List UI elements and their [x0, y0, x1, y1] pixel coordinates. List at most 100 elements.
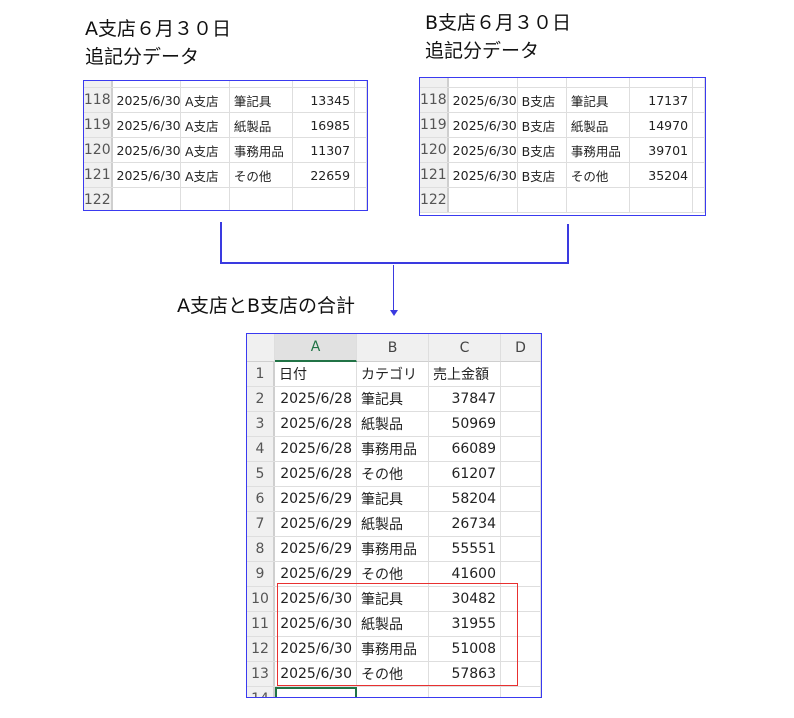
category-cell[interactable] [567, 188, 630, 212]
empty-cell[interactable] [501, 437, 541, 461]
empty-cell[interactable] [693, 88, 705, 112]
amount-cell[interactable]: 16985 [293, 113, 356, 137]
date-cell[interactable]: 2025/6/29 [275, 562, 357, 586]
row-number[interactable]: 2 [247, 387, 275, 411]
date-cell[interactable]: 2025/6/30 [449, 88, 518, 112]
column-header-b[interactable]: B [357, 334, 429, 362]
category-cell[interactable]: 紙製品 [357, 412, 429, 436]
row-number[interactable]: 14 [247, 687, 275, 697]
category-cell[interactable]: 紙製品 [567, 113, 630, 137]
empty-cell[interactable] [693, 113, 705, 137]
amount-cell[interactable]: 26734 [429, 512, 501, 536]
category-cell[interactable]: 事務用品 [567, 138, 630, 162]
amount-cell[interactable] [429, 687, 501, 697]
date-cell[interactable]: 2025/6/30 [449, 138, 518, 162]
row-number[interactable]: 6 [247, 487, 275, 511]
category-cell[interactable]: その他 [357, 562, 429, 586]
category-cell[interactable]: その他 [357, 662, 429, 686]
category-cell[interactable] [230, 188, 293, 210]
row-number[interactable]: 13 [247, 662, 275, 686]
amount-cell[interactable]: 売上金額 [429, 362, 501, 386]
date-cell[interactable]: 2025/6/28 [275, 462, 357, 486]
row-number[interactable]: 8 [247, 537, 275, 561]
row-number[interactable]: 9 [247, 562, 275, 586]
branch-cell[interactable]: A支店 [181, 88, 230, 112]
date-cell[interactable]: 2025/6/30 [113, 138, 181, 162]
empty-cell[interactable] [693, 188, 705, 212]
date-cell[interactable]: 2025/6/30 [449, 113, 518, 137]
date-cell[interactable] [113, 188, 181, 210]
category-cell[interactable]: 事務用品 [357, 637, 429, 661]
column-header-d[interactable]: D [501, 334, 541, 362]
empty-cell[interactable] [693, 138, 705, 162]
branch-cell[interactable] [181, 188, 230, 210]
amount-cell[interactable]: 41600 [429, 562, 501, 586]
empty-cell[interactable] [501, 587, 541, 611]
category-cell[interactable]: 事務用品 [357, 537, 429, 561]
empty-cell[interactable] [355, 88, 367, 112]
row-number[interactable]: 1 [247, 362, 275, 386]
amount-cell[interactable]: 30482 [429, 587, 501, 611]
amount-cell[interactable]: 35204 [630, 163, 694, 187]
branch-cell[interactable] [518, 188, 567, 212]
column-header-c[interactable]: C [429, 334, 501, 362]
empty-cell[interactable] [355, 188, 367, 210]
row-number[interactable]: 5 [247, 462, 275, 486]
empty-cell[interactable] [501, 612, 541, 636]
empty-cell[interactable] [501, 537, 541, 561]
category-cell[interactable]: 事務用品 [357, 437, 429, 461]
date-cell[interactable] [275, 687, 357, 697]
branch-cell[interactable]: A支店 [181, 113, 230, 137]
category-cell[interactable]: カテゴリ [357, 362, 429, 386]
branch-cell[interactable]: A支店 [181, 138, 230, 162]
branch-cell[interactable]: B支店 [518, 88, 567, 112]
date-cell[interactable]: 2025/6/29 [275, 537, 357, 561]
date-cell[interactable]: 2025/6/29 [275, 512, 357, 536]
amount-cell[interactable]: 50969 [429, 412, 501, 436]
empty-cell[interactable] [501, 637, 541, 661]
row-number[interactable]: 4 [247, 437, 275, 461]
amount-cell[interactable]: 57863 [429, 662, 501, 686]
date-cell[interactable]: 2025/6/28 [275, 412, 357, 436]
empty-cell[interactable] [501, 512, 541, 536]
empty-cell[interactable] [501, 387, 541, 411]
row-number[interactable]: 12 [247, 637, 275, 661]
branch-cell[interactable]: A支店 [181, 163, 230, 187]
empty-cell[interactable] [355, 138, 367, 162]
amount-cell[interactable]: 51008 [429, 637, 501, 661]
branch-cell[interactable]: B支店 [518, 138, 567, 162]
amount-cell[interactable]: 14970 [630, 113, 694, 137]
empty-cell[interactable] [355, 163, 367, 187]
amount-cell[interactable]: 66089 [429, 437, 501, 461]
category-cell[interactable]: その他 [230, 163, 293, 187]
category-cell[interactable]: その他 [567, 163, 630, 187]
empty-cell[interactable] [501, 487, 541, 511]
empty-cell[interactable] [501, 662, 541, 686]
amount-cell[interactable]: 61207 [429, 462, 501, 486]
category-cell[interactable]: その他 [357, 462, 429, 486]
date-cell[interactable]: 2025/6/30 [113, 88, 181, 112]
category-cell[interactable] [357, 687, 429, 697]
amount-cell[interactable] [293, 188, 356, 210]
date-cell[interactable]: 2025/6/29 [275, 487, 357, 511]
amount-cell[interactable]: 37847 [429, 387, 501, 411]
category-cell[interactable]: 事務用品 [230, 138, 293, 162]
empty-cell[interactable] [501, 362, 541, 386]
empty-cell[interactable] [501, 687, 541, 697]
empty-cell[interactable] [501, 462, 541, 486]
amount-cell[interactable]: 22659 [293, 163, 356, 187]
category-cell[interactable]: 筆記具 [357, 487, 429, 511]
category-cell[interactable]: 紙製品 [230, 113, 293, 137]
category-cell[interactable]: 筆記具 [230, 88, 293, 112]
row-number[interactable]: 11 [247, 612, 275, 636]
amount-cell[interactable]: 13345 [293, 88, 356, 112]
empty-cell[interactable] [501, 562, 541, 586]
amount-cell[interactable]: 11307 [293, 138, 356, 162]
column-header-a[interactable]: A [275, 334, 357, 362]
date-cell[interactable]: 日付 [275, 362, 357, 386]
date-cell[interactable]: 2025/6/28 [275, 437, 357, 461]
row-number[interactable]: 3 [247, 412, 275, 436]
branch-cell[interactable]: B支店 [518, 113, 567, 137]
date-cell[interactable] [449, 188, 518, 212]
date-cell[interactable]: 2025/6/30 [275, 662, 357, 686]
